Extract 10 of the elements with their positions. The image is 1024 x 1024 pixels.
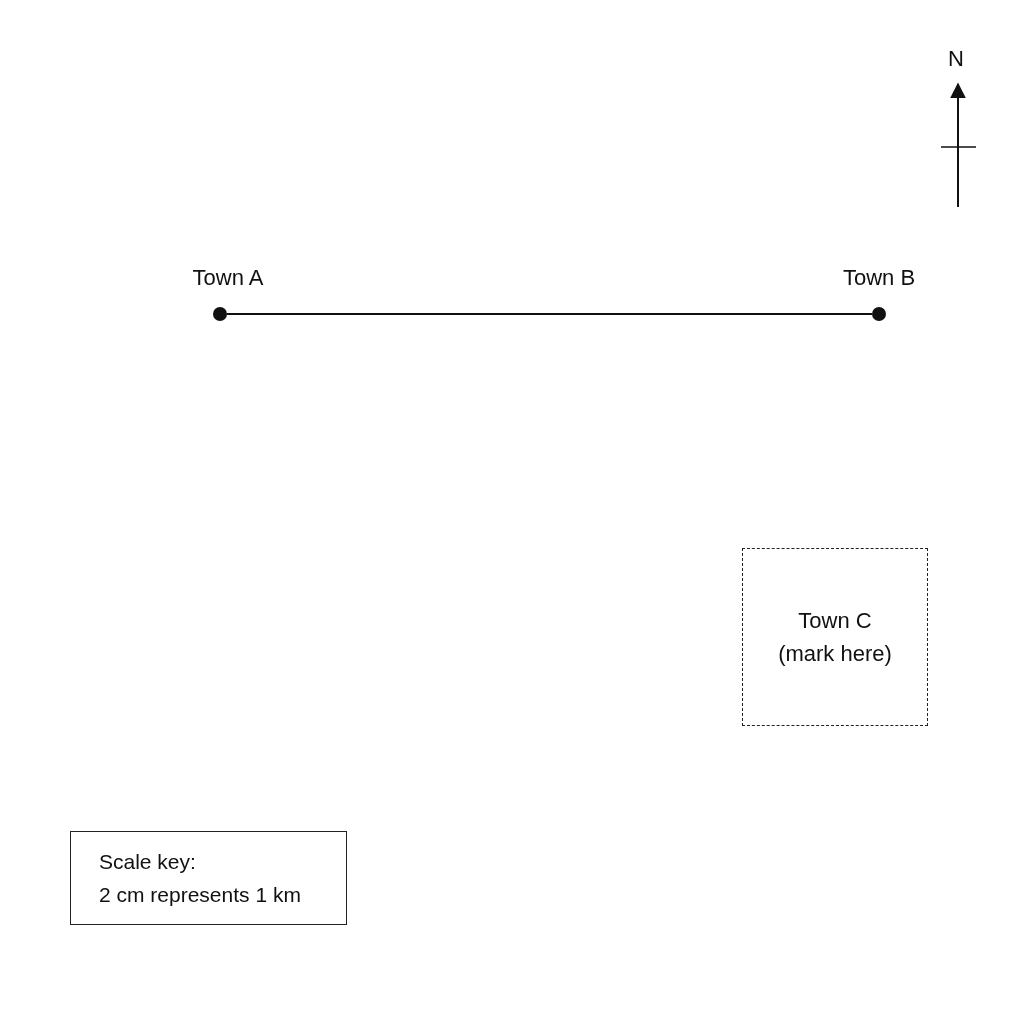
key-heading: Scale key: xyxy=(99,849,196,875)
town-label: Town C xyxy=(798,607,872,635)
instruction-text: (mark here) xyxy=(778,640,892,668)
scale-key-box xyxy=(70,831,347,925)
marking-area-box xyxy=(742,548,928,726)
town-label: Town B xyxy=(841,264,917,292)
scale-text: 2 cm represents 1 km xyxy=(99,882,301,908)
north-label: N xyxy=(948,46,964,72)
road-line xyxy=(226,313,873,315)
town-label: Town A xyxy=(191,264,265,292)
